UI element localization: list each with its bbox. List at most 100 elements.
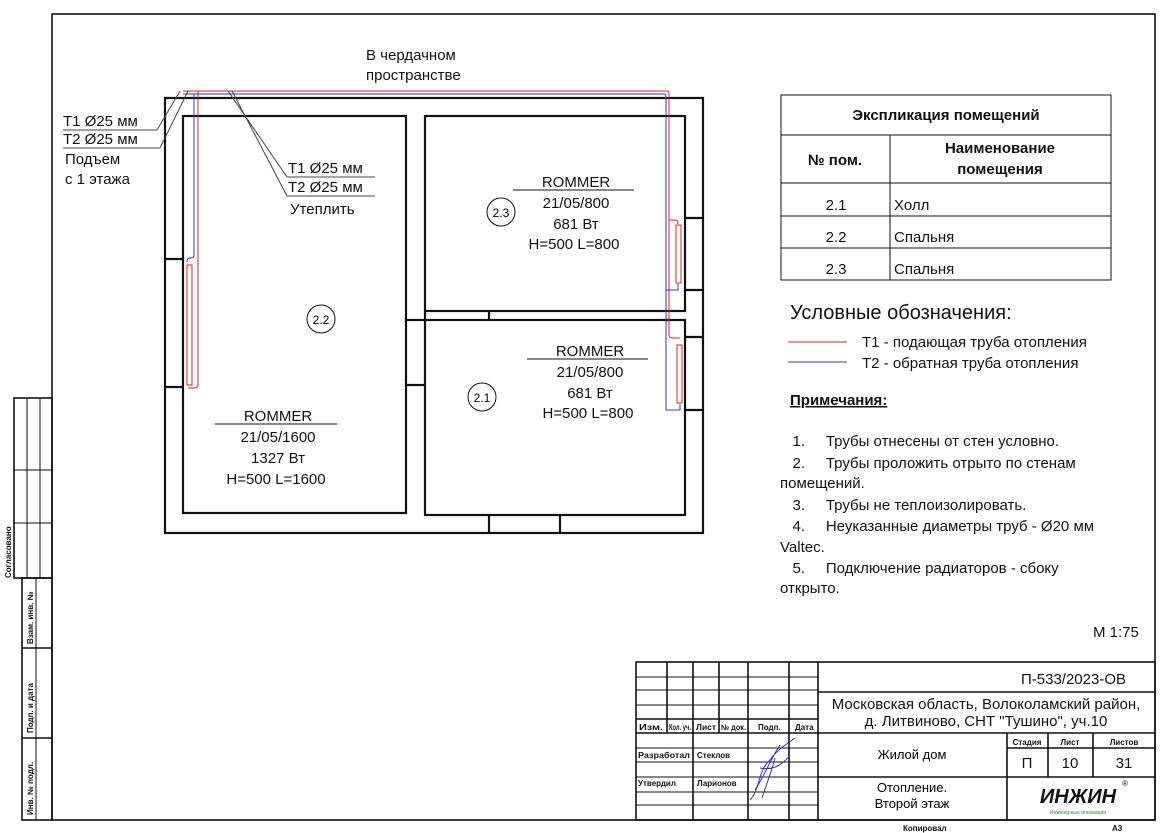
col-name-header-2: помещения: [957, 161, 1043, 178]
stage-value: П: [1022, 755, 1033, 772]
room-2-1-wall: [423, 318, 687, 517]
svg-text:2. Трубы проложить отрыто: 2. Трубы проложить отрыто по стенам: [780, 455, 1076, 472]
svg-text:ROMMER: ROMMER: [556, 343, 624, 360]
hdr-sign: Подп.: [758, 723, 781, 732]
stage-label: Стадия: [1013, 738, 1042, 747]
sheets-label: Листов: [1110, 738, 1139, 747]
riser-left-note: Подъем: [65, 151, 120, 168]
sheet-title-2: Второй этаж: [875, 796, 950, 811]
attic-note-2: пространстве: [366, 67, 461, 84]
floor-plan: В чердачном пространстве Т1 Ø25 мм Т2 Ø2…: [63, 47, 705, 535]
svg-text:1327 Вт: 1327 Вт: [251, 450, 305, 467]
radiator-2-3: [675, 224, 682, 284]
room-2-2-wall: [181, 114, 408, 515]
svg-text:Инженерные инновации: Инженерные инновации: [1050, 810, 1106, 816]
svg-text:1. Трубы отнесены от стен: 1. Трубы отнесены от стен условно.: [780, 433, 1059, 450]
svg-text:21/05/800: 21/05/800: [543, 195, 610, 212]
scale-label: М 1:75: [1093, 624, 1139, 641]
svg-text:ИНЖИН: ИНЖИН: [1040, 786, 1117, 808]
svg-text:Valtec.: Valtec.: [780, 539, 825, 556]
agreed-label: Согласовано: [4, 526, 13, 578]
svg-text:681 Вт: 681 Вт: [567, 385, 613, 402]
svg-text:Спальня: Спальня: [894, 261, 954, 278]
object-name: Жилой дом: [878, 747, 947, 762]
svg-text:2.1: 2.1: [474, 391, 491, 405]
svg-text:открыто.: открыто.: [780, 580, 840, 597]
signature: [749, 737, 796, 801]
address-line-1: Московская область, Волоколамский район,: [832, 696, 1141, 713]
svg-text:21/05/1600: 21/05/1600: [240, 429, 315, 446]
notes: Примечания: 1. Трубы отнесены от стен ус…: [780, 392, 1094, 597]
svg-text:3. Трубы не теплоизолирова: 3. Трубы не теплоизолировать.: [780, 497, 1026, 514]
room-tag-2-3: 2.3: [486, 197, 516, 227]
riser-left-t1: Т1 Ø25 мм: [63, 113, 138, 130]
hdr-date: Дата: [795, 723, 814, 732]
table-title: Экспликация помещений: [852, 107, 1039, 124]
svg-text:681 Вт: 681 Вт: [553, 216, 599, 233]
title-block: Изм. Кол. уч. Лист № док. Подп. Дата Раз…: [635, 661, 1156, 821]
table-row: 2.3 Спальня: [826, 261, 955, 278]
sign-date-label: Подп. и дата: [26, 683, 35, 733]
col-name-header: Наименование: [945, 140, 1055, 157]
riser-mid-t1: Т1 Ø25 мм: [288, 160, 363, 177]
svg-text:ROMMER: ROMMER: [244, 408, 312, 425]
role-developer: Разработал: [638, 751, 690, 760]
replace-inv-label: Взам. инв. №: [26, 591, 35, 644]
svg-text:Холл: Холл: [894, 197, 929, 214]
room-2-3-wall: [423, 114, 687, 313]
side-stamp: Согласовано Взам. инв. № Подп. и дата Ин…: [4, 397, 53, 821]
sheet-title-1: Отопление.: [877, 780, 947, 795]
riser-left-note-2: с 1 этажа: [65, 171, 131, 188]
svg-text:2.2: 2.2: [313, 313, 330, 327]
legend: Условные обозначения: Т1 - подающая труб…: [788, 302, 1087, 372]
svg-text:2.1: 2.1: [826, 197, 847, 214]
svg-text:®: ®: [1122, 779, 1128, 788]
outer-wall: [163, 96, 705, 535]
sheet-value: 10: [1062, 755, 1079, 772]
attic-note: В чердачном: [366, 47, 456, 64]
radiator-label-2-3: ROMMER 21/05/800 681 Вт H=500 L=800: [513, 174, 634, 253]
riser-mid-t2: Т2 Ø25 мм: [288, 179, 363, 196]
riser-left-t2: Т2 Ø25 мм: [63, 131, 138, 148]
svg-text:21/05/800: 21/05/800: [557, 364, 624, 381]
legend-item-t2: Т2 - обратная труба отопления: [862, 355, 1078, 372]
legend-item-t1: Т1 - подающая труба отопления: [862, 334, 1087, 351]
svg-text:помещений.: помещений.: [780, 475, 865, 492]
radiator-2-1: [676, 344, 683, 404]
radiator-2-2: [186, 264, 193, 386]
room-tag-2-1: 2.1: [467, 382, 497, 412]
svg-text:ROMMER: ROMMER: [542, 174, 610, 191]
legend-title: Условные обозначения:: [790, 302, 1012, 324]
company-logo: ИНЖИН Инженерные инновации ®: [1040, 779, 1128, 816]
svg-text:4. Неуказанные диаметры тр: 4. Неуказанные диаметры труб - Ø20 мм: [780, 518, 1094, 535]
table-row: 2.1 Холл: [826, 197, 930, 214]
role-approver: Утвердил: [638, 779, 676, 788]
copied-label: Копировал: [903, 824, 947, 833]
svg-text:5. Подключение радиаторов: 5. Подключение радиаторов - сбоку: [780, 560, 1059, 577]
radiator-label-2-1: ROMMER 21/05/800 681 Вт H=500 L=800: [527, 343, 648, 422]
room-tag-2-2: 2.2: [306, 304, 336, 334]
return-pipe-t2: [183, 93, 681, 411]
notes-title: Примечания:: [790, 392, 887, 409]
supply-pipe-t1: [183, 90, 683, 404]
table-row: 2.2 Спальня: [826, 229, 955, 246]
explication-table: Экспликация помещений № пом. Наименовани…: [780, 94, 1112, 281]
inv-orig-label: Инв. № подл.: [26, 762, 35, 815]
address-line-2: д. Литвиново, СНТ "Тушино", уч.10: [865, 713, 1108, 730]
format-label: А3: [1112, 824, 1123, 833]
doc-code: П-533/2023-ОВ: [1021, 671, 1126, 688]
radiator-label-2-2: ROMMER 21/05/1600 1327 Вт H=500 L=1600: [215, 408, 337, 488]
sheet-label: Лист: [1061, 738, 1080, 747]
svg-text:Спальня: Спальня: [894, 229, 954, 246]
hdr-qty: Кол. уч.: [669, 723, 691, 732]
col-num-header: № пом.: [808, 152, 862, 169]
svg-text:2.2: 2.2: [826, 229, 847, 246]
svg-text:H=500 L=1600: H=500 L=1600: [226, 471, 325, 488]
hdr-docno: № док.: [721, 723, 746, 732]
svg-text:H=500 L=800: H=500 L=800: [543, 405, 634, 422]
svg-text:2.3: 2.3: [493, 206, 510, 220]
svg-text:2.3: 2.3: [826, 261, 847, 278]
hdr-change: Изм.: [639, 723, 663, 732]
sheets-value: 31: [1116, 755, 1133, 772]
